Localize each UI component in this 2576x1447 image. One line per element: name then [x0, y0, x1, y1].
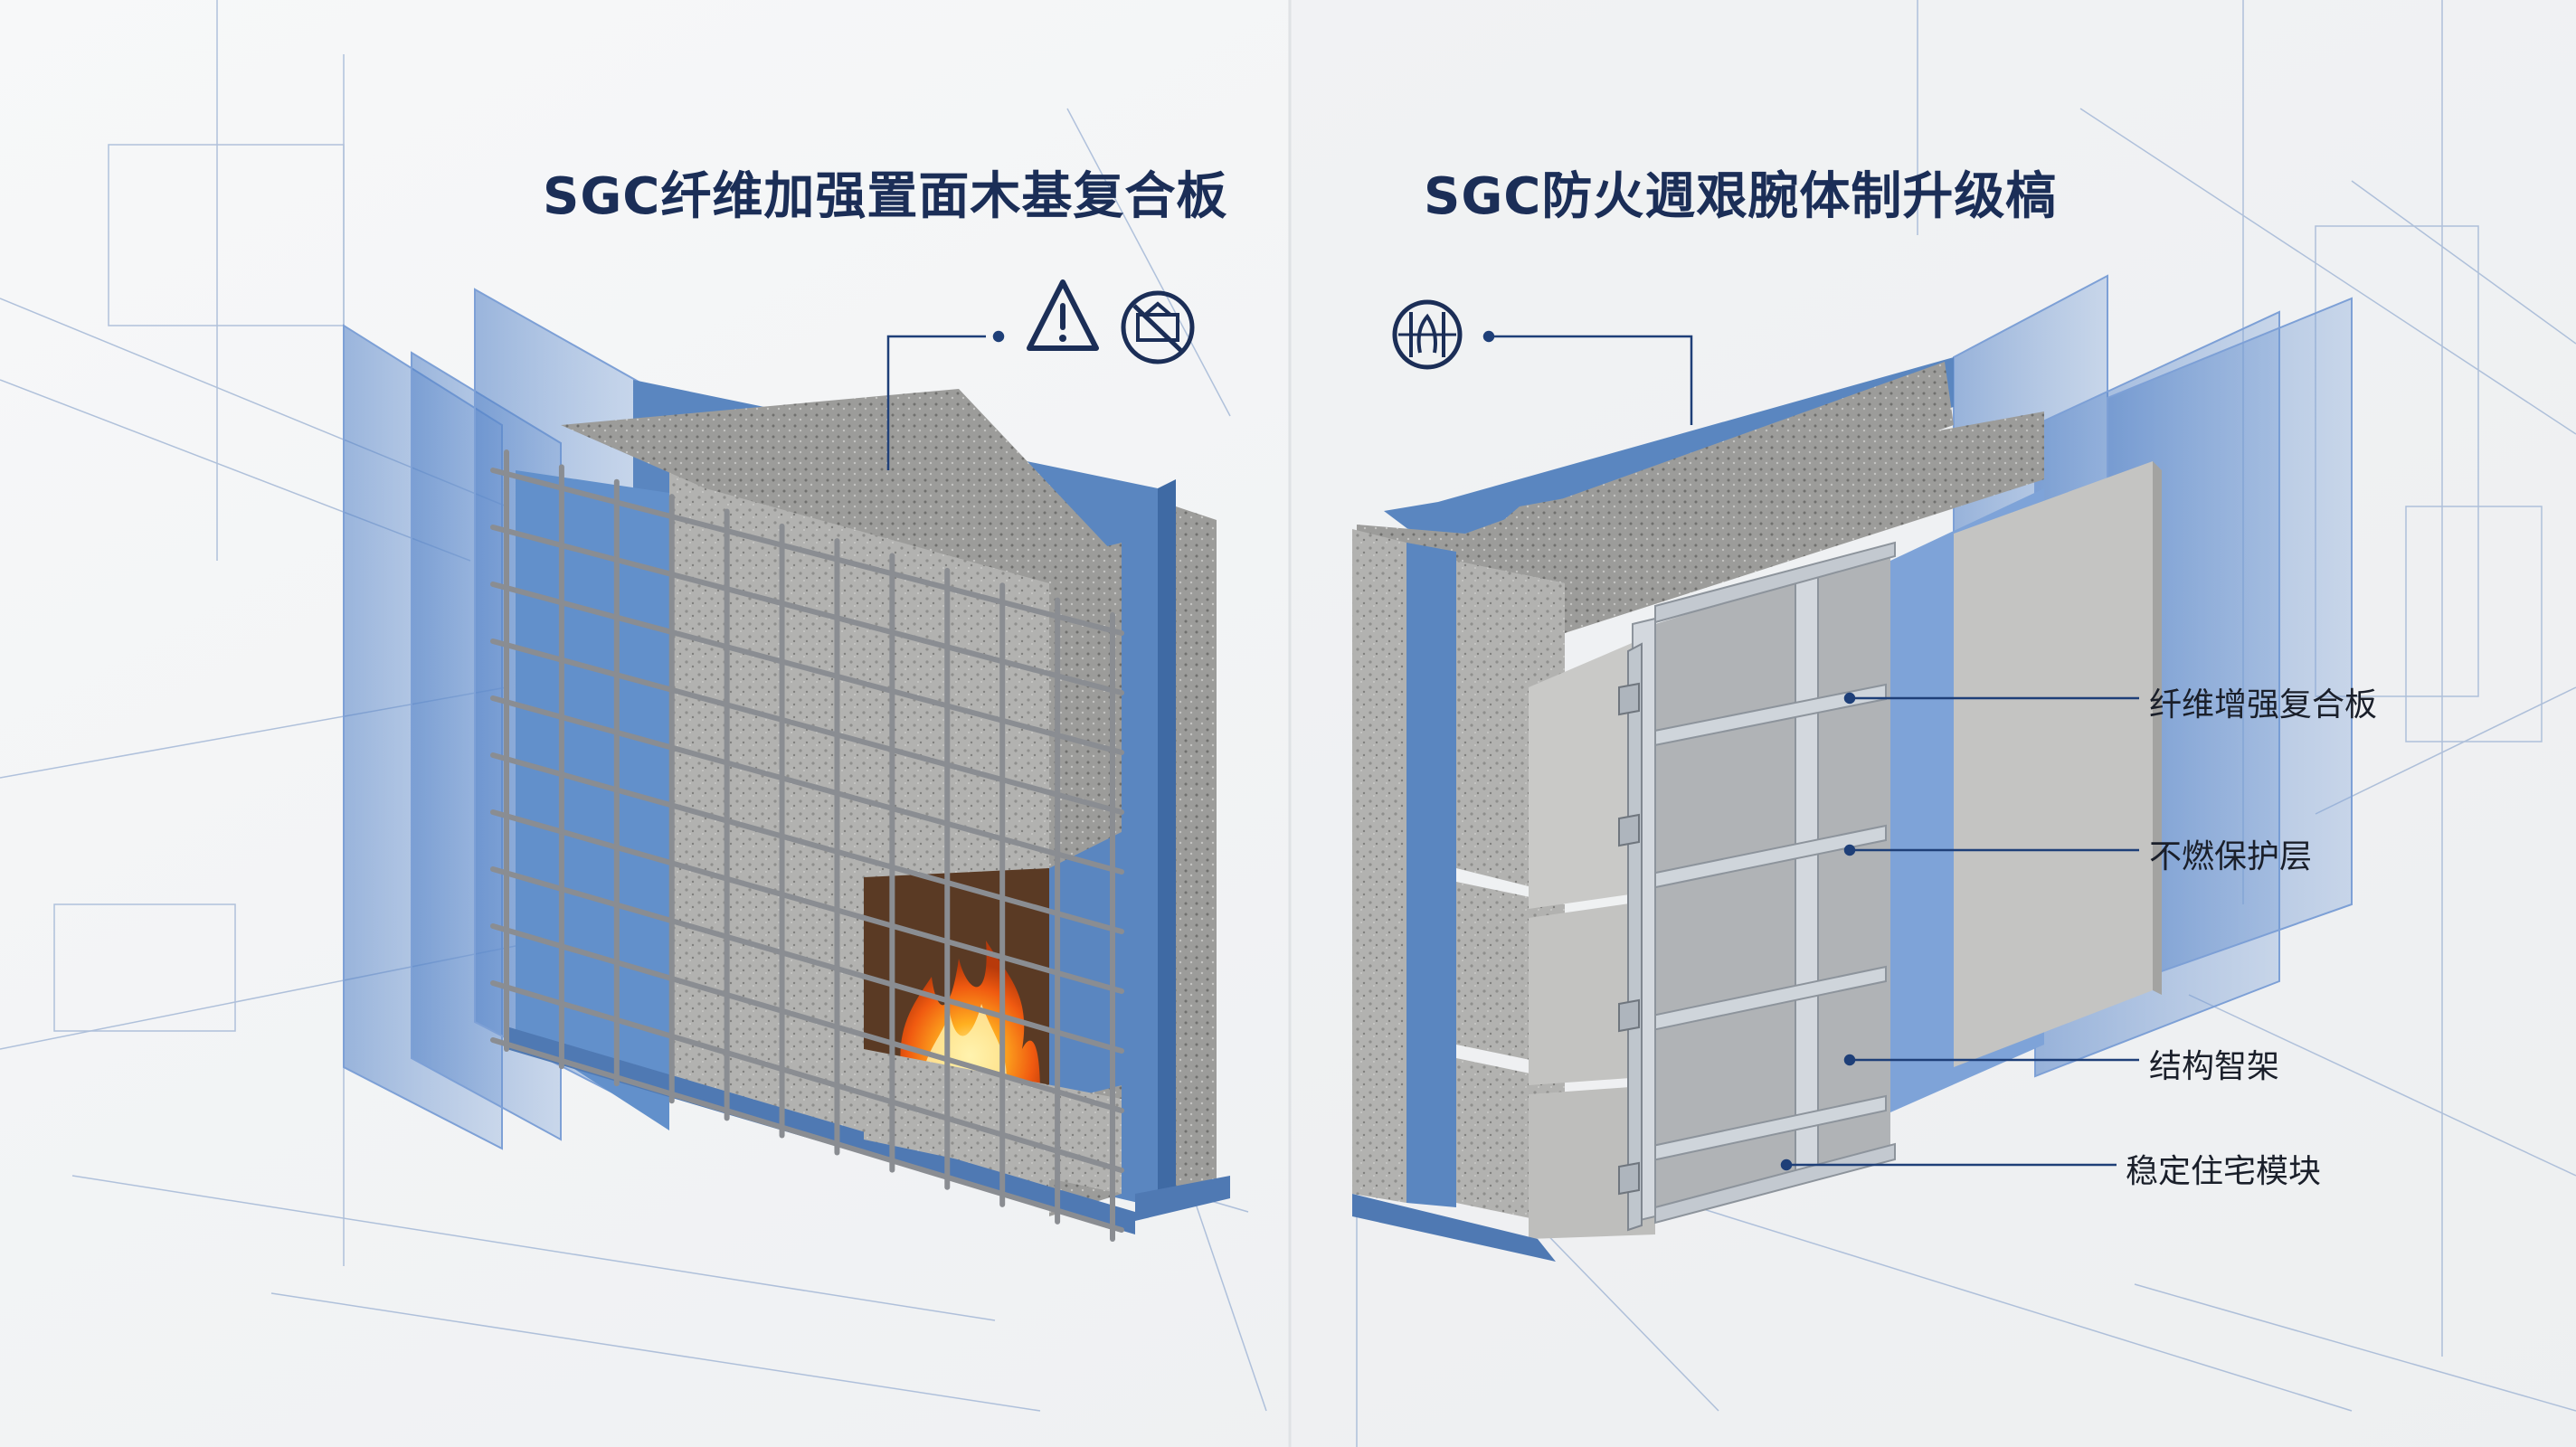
- mesh-bar-horizontal: [490, 923, 1124, 1113]
- steel-crossbar: [1654, 1094, 1887, 1161]
- concrete-slab-top: [561, 389, 1113, 583]
- left-panel-title: SGC纤维加强置面木基复合板: [543, 167, 1228, 226]
- mesh-bar-horizontal: [490, 525, 1124, 695]
- mesh-bar-horizontal: [490, 638, 1124, 815]
- wire-mesh: [490, 449, 1124, 1242]
- cement-front-board: [1954, 461, 2153, 1067]
- steel-crossbar: [1654, 824, 1887, 889]
- fiber-board-panel: [1529, 900, 1655, 1085]
- mesh-bar-horizontal: [490, 809, 1124, 994]
- fiber-board-panel: [1529, 1085, 1655, 1239]
- mesh-bar-horizontal: [490, 980, 1124, 1173]
- blue-insulation-board: [1384, 357, 1954, 552]
- concrete-edge-column: [1352, 529, 1406, 1203]
- blue-bottom-strip: [507, 1026, 1135, 1234]
- blue-edge-board: [1406, 543, 1456, 1207]
- cement-front-board-side: [2153, 461, 2162, 995]
- blue-base-plate: [1135, 1176, 1230, 1221]
- left-leader: [886, 330, 1005, 470]
- steel-bracket: [1618, 682, 1640, 716]
- right-panel-title: SGC防火週艰腕体制升级槁: [1424, 167, 2058, 226]
- steel-track-top: [1654, 541, 1896, 624]
- concrete-block-top: [1456, 411, 2044, 633]
- right-wall-assembly: [1352, 274, 2353, 1262]
- mesh-bar-horizontal: [490, 695, 1124, 875]
- right-leader: [1482, 330, 1693, 425]
- callout-label-structural-frame: 结构智架: [2149, 1048, 2280, 1085]
- steel-bracket: [1618, 1161, 1640, 1196]
- concrete-backing: [1176, 506, 1217, 1198]
- callout-label-stable-module: 稳定住宅模块: [2126, 1153, 2322, 1190]
- warning-triangle-icon: [1027, 279, 1099, 351]
- callout-lines: [1780, 692, 2139, 1171]
- mesh-bar-horizontal: [490, 866, 1124, 1054]
- mesh-bar-horizontal: [490, 752, 1124, 934]
- steel-bracket: [1618, 998, 1640, 1033]
- no-moisture-icon: [1121, 290, 1195, 364]
- callout-label-fiber-board: 纤维增强复合板: [2149, 686, 2378, 724]
- steel-bracket: [1618, 813, 1640, 847]
- mesh-bar-horizontal: [490, 468, 1124, 636]
- board-edge: [1158, 479, 1176, 1207]
- steel-crossbar: [1654, 965, 1887, 1031]
- mesh-bar-horizontal: [490, 582, 1124, 755]
- callout-label-noncombustible-layer: 不燃保护层: [2149, 838, 2313, 875]
- concrete-slab-side: [1049, 543, 1122, 868]
- mesh-bar-horizontal: [490, 1037, 1124, 1233]
- fire-resistance-badge-icon: [1392, 299, 1463, 370]
- steel-stud-edge: [1627, 642, 1643, 1232]
- steel-stud-vertical: [1795, 572, 1819, 1174]
- blue-base-strip: [1352, 1194, 1556, 1262]
